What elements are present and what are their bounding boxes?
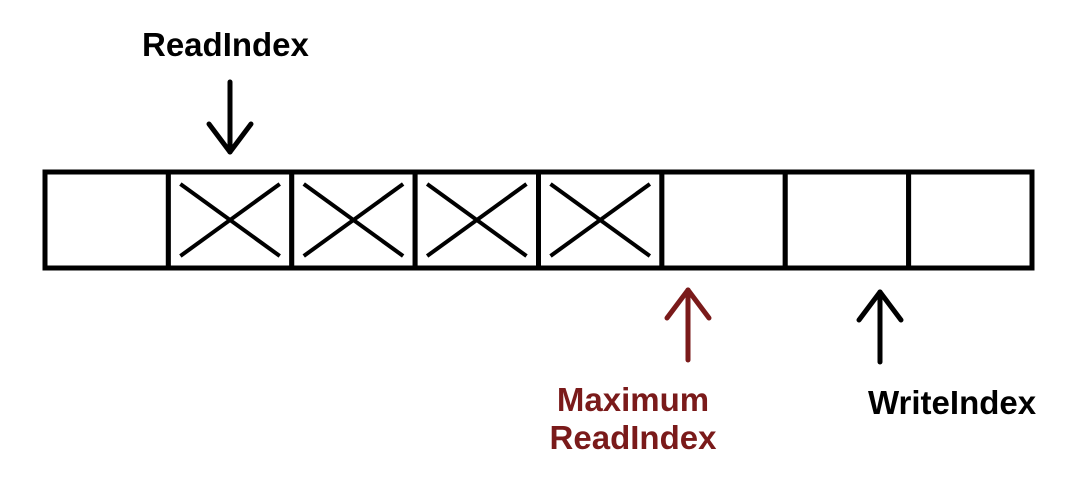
buffer-slot — [42, 169, 171, 271]
write-index-label: WriteIndex — [868, 384, 1037, 421]
maximum-read-index-label-line2: ReadIndex — [549, 419, 717, 456]
read-index-label: ReadIndex — [142, 26, 309, 63]
buffer-slot-box — [906, 169, 1035, 271]
maximum-read-index-label-line1: Maximum — [556, 381, 710, 418]
read-index-arrow — [206, 79, 254, 155]
slot-used-mark — [179, 182, 281, 258]
write-index-arrow — [856, 289, 904, 365]
maximum-read-index-arrow — [664, 287, 712, 363]
buffer-slot — [659, 169, 788, 271]
slot-used-mark — [425, 182, 528, 258]
buffer-slot — [412, 169, 541, 271]
maximum-read-index-label: Maximum ReadIndex — [538, 381, 728, 457]
slot-used-mark — [302, 182, 405, 258]
buffer-slot — [289, 169, 418, 271]
buffer-slot — [165, 169, 295, 271]
buffer-slot — [536, 169, 665, 271]
buffer-slot-box — [42, 169, 171, 271]
buffer-slot-box — [782, 169, 912, 271]
buffer-slot — [782, 169, 912, 271]
buffer-slot — [906, 169, 1035, 271]
slot-used-mark — [549, 182, 652, 258]
buffer-slot-box — [659, 169, 788, 271]
buffer-cells — [42, 169, 1035, 271]
